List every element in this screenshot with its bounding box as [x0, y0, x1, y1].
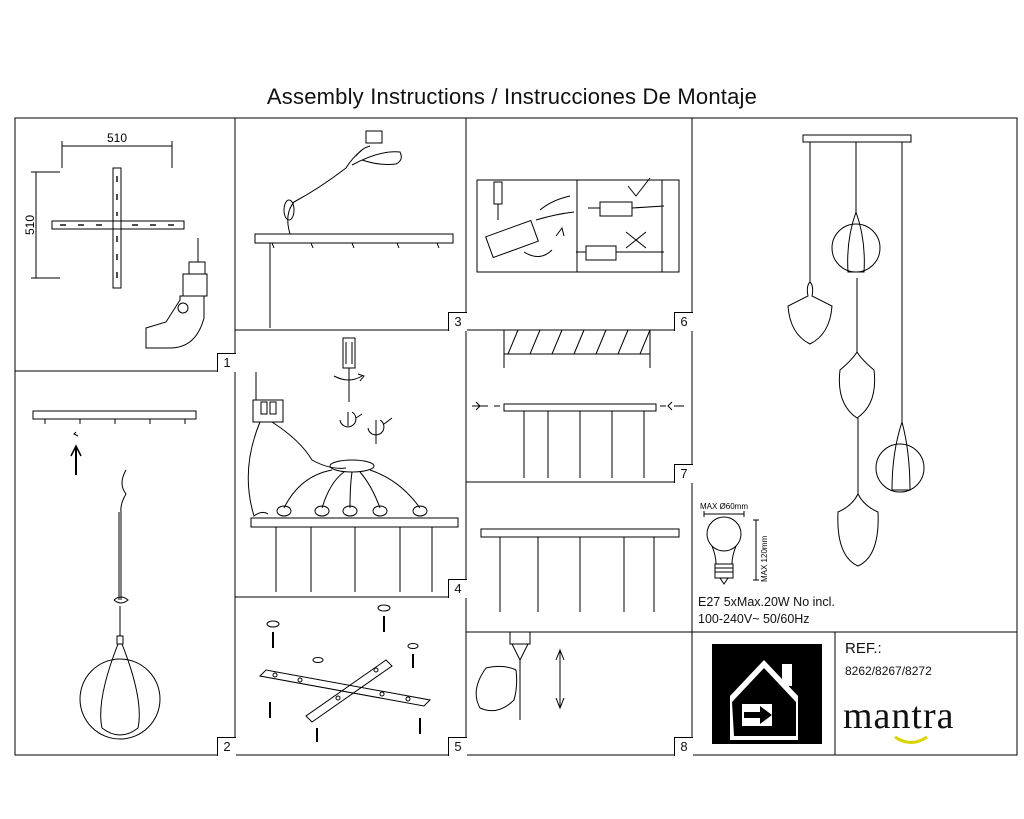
panel1-cross-plate-drawing: [31, 141, 208, 349]
document-title: Assembly Instructions / Instrucciones De…: [266, 84, 758, 109]
bulb-max-diameter: MAX Ø60mm: [700, 502, 748, 511]
assembled-fixture-drawing: [787, 134, 925, 567]
panel6-terminal-drawing: [476, 177, 680, 273]
panel2-pendant-drawing: [32, 410, 197, 740]
logo-accent-smile: [894, 735, 928, 744]
step-number-8: 8: [674, 737, 693, 756]
step-number-7: 7: [674, 464, 693, 483]
step-number-2: 2: [217, 737, 236, 756]
panel7-ceiling-mount-drawing: [472, 329, 684, 478]
panel4-wiring-drawing: [247, 337, 459, 592]
step-number-4: 4: [448, 579, 467, 598]
bulb-drawing: [703, 511, 759, 585]
bulb-spec-line2: 100-240V~ 50/60Hz: [698, 612, 810, 626]
brand-logo: mantra: [843, 695, 955, 737]
step-number-5: 5: [448, 737, 467, 756]
reference-numbers: 8262/8267/8272: [845, 664, 932, 678]
indoor-use-icon: [712, 644, 822, 744]
reference-label: REF.:: [845, 640, 882, 657]
panel-final-plate-drawing: [480, 528, 680, 612]
step-number-3: 3: [448, 312, 467, 331]
panel5-mounting-plate-drawing: [258, 604, 432, 742]
step-number-6: 6: [674, 312, 693, 331]
panel-grid: [14, 117, 1018, 756]
panel3-canopy-drawing: [254, 130, 454, 328]
step-number-1: 1: [217, 353, 236, 372]
height-dimension: 510: [23, 215, 37, 235]
width-dimension: 510: [107, 131, 127, 145]
panel8-adjust-drawing: [475, 631, 565, 720]
bulb-spec-line1: E27 5xMax.20W No incl.: [698, 595, 835, 609]
bulb-max-height: MAX 120mm: [760, 535, 769, 582]
